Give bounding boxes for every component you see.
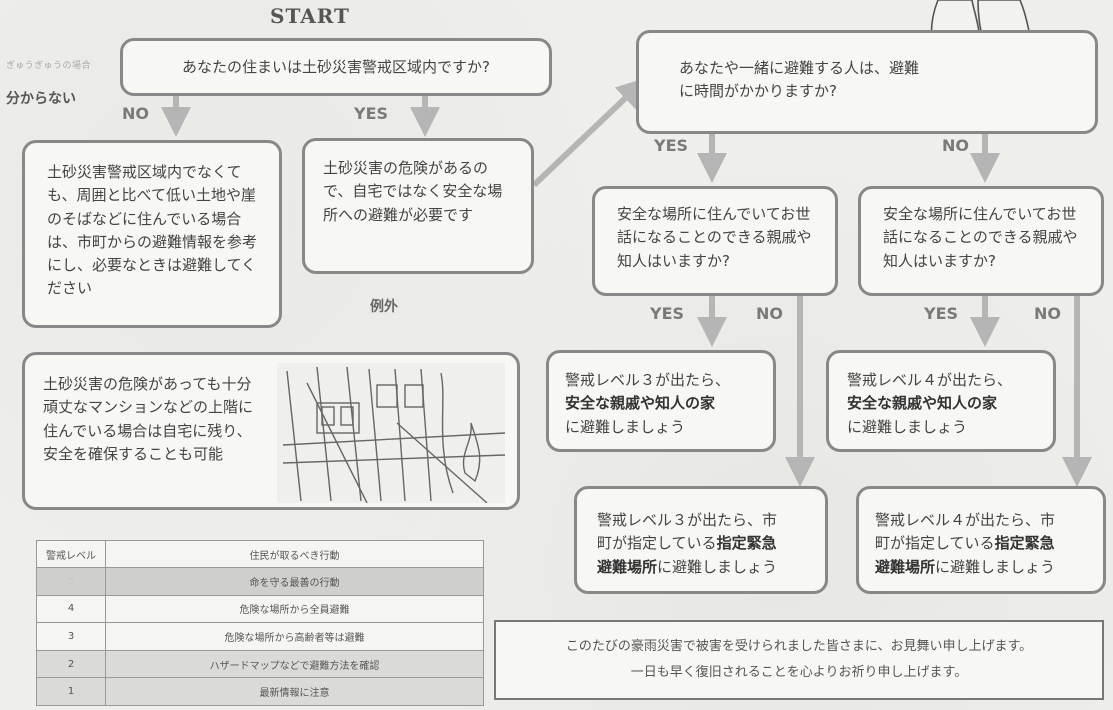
side-caption: ぎゅうぎゅうの場合 bbox=[6, 61, 91, 71]
exception-box: 土砂災害の危険があっても十分頑丈なマンションなどの上階に住んでいる場合は自宅に残… bbox=[22, 352, 520, 510]
table-row: 5 命を守る最善の行動 bbox=[36, 567, 484, 596]
result-level3-shelter: 警戒レベル３が出たら、市 町が指定している指定緊急 避難場所に避難しましょう bbox=[574, 486, 828, 594]
apartment-building-illustration bbox=[277, 363, 505, 503]
result-l3-sh-line1: 警戒レベル３が出たら、市 bbox=[597, 511, 778, 529]
arrow-to-q2 bbox=[531, 77, 647, 188]
result-level4-shelter: 警戒レベル４が出たら、市 町が指定している指定緊急 避難場所に避難しましょう bbox=[856, 486, 1106, 594]
outside-zone-advice-text: 土砂災害警戒区域内でなくても、周囲と比べて低い土地や崖のそばなどに住んでいる場合… bbox=[47, 163, 258, 298]
result-l3-rel-line1: 警戒レベル３が出たら、 bbox=[565, 371, 731, 389]
notice-line-1: このたびの豪雨災害で被害を受けられました皆さまに、お見舞い申し上げます。 bbox=[565, 639, 1033, 654]
label-yes-q3a: YES bbox=[650, 304, 685, 323]
result-l4-sh-line3b: に避難しましょう bbox=[935, 557, 1056, 576]
danger-evacuate-box: 土砂災害の危険があるので、自宅ではなく安全な場所への避難が必要です bbox=[302, 138, 534, 274]
row-level: 1 bbox=[36, 677, 106, 706]
result-level3-relatives: 警戒レベル３が出たら、 安全な親戚や知人の家 に避難しましょう bbox=[546, 350, 776, 452]
result-l3-rel-line3: に避難しましょう bbox=[565, 417, 686, 436]
label-no-q3b: NO bbox=[1034, 304, 1061, 323]
condolence-notice: このたびの豪雨災害で被害を受けられました皆さまに、お見舞い申し上げます。 一日も… bbox=[494, 620, 1104, 700]
question-2-text: あなたや一緒に避難する人は、避難に時間がかかりますか? bbox=[679, 59, 920, 101]
header-action: 住民が取るべき行動 bbox=[105, 540, 484, 568]
notice-line-2: 一日も早く復旧されることを心よりお祈り申し上げます。 bbox=[630, 665, 968, 680]
label-no-q1: NO bbox=[122, 104, 149, 123]
result-l3-sh-line3b: に避難しましょう bbox=[657, 557, 778, 576]
question-relatives-no-branch: 安全な場所に住んでいてお世話になることのできる親戚や知人はいますか? bbox=[858, 186, 1104, 296]
row-action: ハザードマップなどで避難方法を確認 bbox=[105, 649, 484, 679]
start-label: START bbox=[270, 4, 350, 28]
row-action: 危険な場所から高齢者等は避難 bbox=[105, 622, 484, 651]
question-3b-text: 安全な場所に住んでいてお世話になることのできる親戚や知人はいますか? bbox=[883, 205, 1078, 270]
row-level: 3 bbox=[36, 622, 106, 651]
result-l4-sh-line3a: 避難場所 bbox=[875, 557, 936, 576]
question-sediment-zone: あなたの住まいは土砂災害警戒区域内ですか? bbox=[120, 38, 552, 96]
outside-zone-advice-box: 土砂災害警戒区域内でなくても、周囲と比べて低い土地や崖のそばなどに住んでいる場合… bbox=[22, 140, 282, 328]
header-level: 警戒レベル bbox=[36, 540, 106, 568]
result-l3-sh-line2b: 指定緊急 bbox=[716, 534, 777, 553]
result-level4-relatives: 警戒レベル４が出たら、 安全な親戚や知人の家 に避難しましょう bbox=[826, 350, 1056, 452]
table-row: 1 最新情報に注意 bbox=[36, 677, 484, 706]
result-l4-rel-line3: に避難しましょう bbox=[847, 417, 968, 436]
row-level: 2 bbox=[36, 649, 106, 679]
result-l4-sh-line2b: 指定緊急 bbox=[994, 534, 1055, 553]
result-l3-sh-line3a: 避難場所 bbox=[597, 557, 658, 576]
row-level: 4 bbox=[36, 594, 106, 624]
result-l4-rel-line1: 警戒レベル４が出たら、 bbox=[847, 371, 1013, 389]
alert-level-table: 警戒レベル 住民が取るべき行動 5 命を守る最善の行動 4 危険な場所から全員避… bbox=[36, 540, 484, 706]
label-yes-q2: YES bbox=[654, 136, 689, 155]
exception-label: 例外 bbox=[370, 299, 398, 315]
row-action: 危険な場所から全員避難 bbox=[105, 594, 484, 624]
label-yes-q1: YES bbox=[354, 104, 389, 123]
result-l4-sh-line2a: 町が指定している bbox=[875, 534, 995, 553]
question-3a-text: 安全な場所に住んでいてお世話になることのできる親戚や知人はいますか? bbox=[617, 205, 812, 270]
question-1-text: あなたの住まいは土砂災害警戒区域内ですか? bbox=[182, 58, 490, 76]
table-row: 2 ハザードマップなどで避難方法を確認 bbox=[36, 649, 484, 679]
question-evacuation-time: あなたや一緒に避難する人は、避難に時間がかかりますか? bbox=[636, 30, 1098, 134]
row-action: 最新情報に注意 bbox=[105, 677, 484, 706]
exception-text: 土砂災害の危険があっても十分頑丈なマンションなどの上階に住んでいる場合は自宅に残… bbox=[43, 375, 254, 463]
question-relatives-yes-branch: 安全な場所に住んでいてお世話になることのできる親戚や知人はいますか? bbox=[592, 186, 838, 296]
table-row: 4 危険な場所から全員避難 bbox=[36, 594, 484, 624]
alert-level-header-row: 警戒レベル 住民が取るべき行動 bbox=[36, 540, 484, 568]
label-no-q3a: NO bbox=[756, 304, 783, 323]
result-l3-rel-line2: 安全な親戚や知人の家 bbox=[565, 394, 716, 413]
unknown-label: 分からない bbox=[6, 91, 76, 107]
row-level: 5 bbox=[36, 567, 106, 596]
result-l3-sh-line2a: 町が指定している bbox=[597, 534, 717, 553]
result-l4-sh-line1: 警戒レベル４が出たら、市 bbox=[875, 511, 1056, 529]
row-action: 命を守る最善の行動 bbox=[105, 567, 484, 596]
label-no-q2: NO bbox=[942, 136, 969, 155]
result-l4-rel-line2: 安全な親戚や知人の家 bbox=[847, 394, 998, 413]
table-row: 3 危険な場所から高齢者等は避難 bbox=[36, 622, 484, 651]
label-yes-q3b: YES bbox=[924, 304, 959, 323]
danger-evacuate-text: 土砂災害の危険があるので、自宅ではなく安全な場所への避難が必要です bbox=[323, 159, 503, 224]
